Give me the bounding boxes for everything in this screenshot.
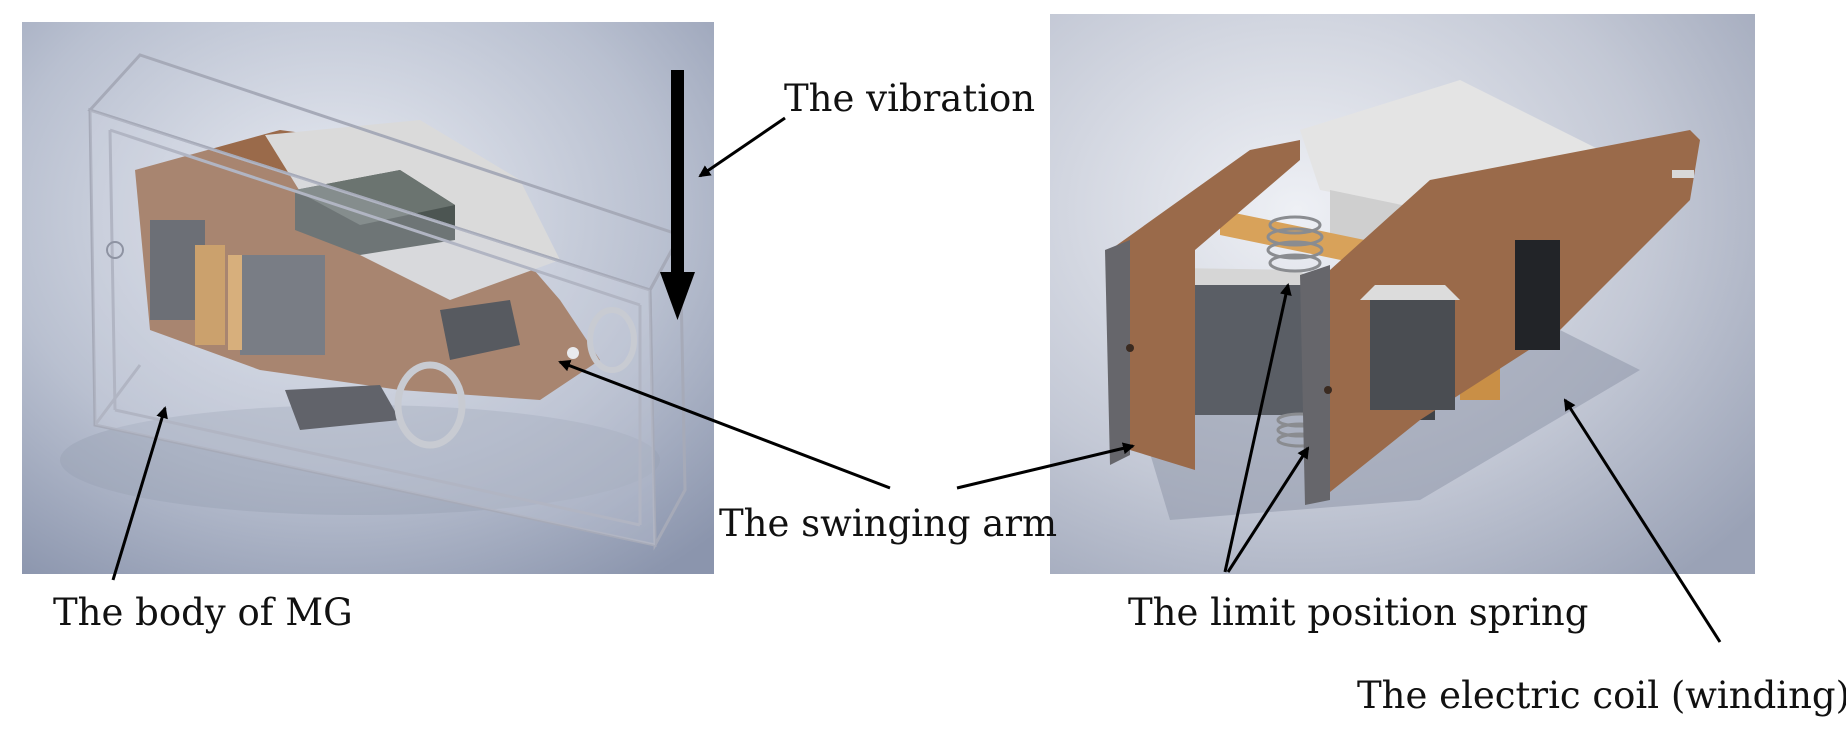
body-leader-arrow (111, 406, 168, 581)
right-render-mechanism (1050, 14, 1755, 574)
electric-coil-label: The electric coil (winding) (1357, 674, 1846, 717)
swinging-arm-leader-arrow-left (558, 359, 891, 490)
vibration-leader-arrow (698, 116, 786, 178)
vibration-label: The vibration (784, 77, 1036, 120)
limit-spring-leader-arrow-1 (1223, 283, 1292, 573)
limit-position-spring-label: The limit position spring (1128, 591, 1589, 634)
vibration-arrow (660, 70, 695, 320)
electric-coil-leader-arrow (1563, 398, 1722, 643)
limit-spring-leader-arrow-2 (1226, 446, 1310, 573)
swinging-arm-leader-arrow-right (956, 442, 1135, 490)
left-render-mg-enclosure (22, 22, 714, 574)
body-of-mg-label: The body of MG (53, 591, 353, 634)
swinging-arm-label: The swinging arm (719, 502, 1058, 545)
